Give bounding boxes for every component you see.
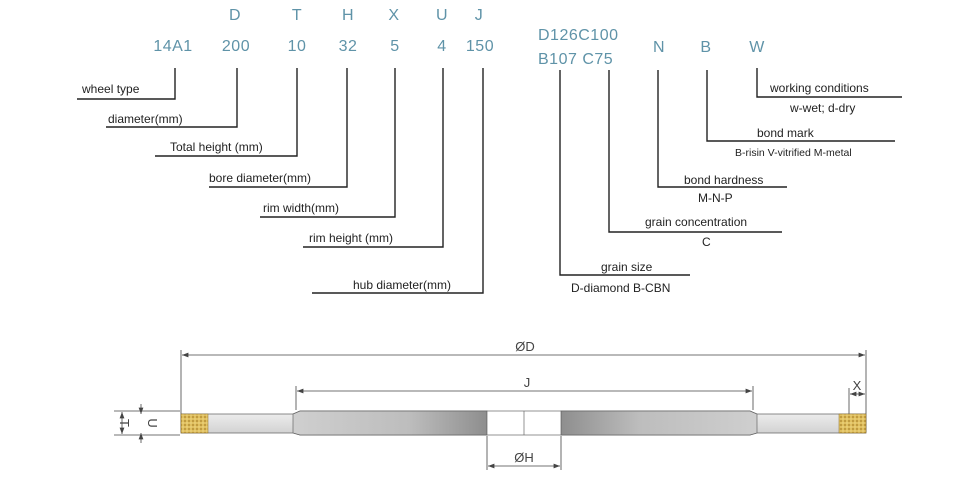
code-total-height: 10 [288, 38, 307, 55]
code-rim-width: 5 [390, 38, 399, 55]
leader-bore-diameter [209, 68, 348, 188]
letter-X: X [388, 7, 399, 24]
leader-wheel-type [77, 68, 176, 100]
leader-rim-height [303, 68, 444, 248]
left-leader-lines [77, 68, 484, 294]
letter-U: U [436, 7, 448, 24]
right-labels: grain size D-diamond B-CBN grain concent… [571, 81, 869, 295]
left-labels: wheel type diameter(mm) Total height (mm… [81, 82, 451, 292]
leader-diameter [106, 68, 238, 128]
dim-label-U: U [145, 418, 160, 427]
code-hub-diameter: 150 [466, 38, 494, 55]
dim-label-D: ØD [515, 339, 535, 354]
label-hub-diameter: hub diameter(mm) [353, 278, 451, 292]
label-grain-size: grain size [601, 260, 653, 274]
label-wheel-type: wheel type [81, 82, 140, 96]
label-bond-mark-sub: B-risin V-vitrified M-metal [735, 147, 852, 159]
label-rim-height: rim height (mm) [309, 231, 393, 245]
code-bond: B [700, 39, 711, 56]
letter-D: D [229, 7, 241, 24]
leader-total-height [155, 68, 298, 157]
code-condition: W [749, 39, 765, 56]
hub-right [560, 410, 758, 436]
leader-bond-hardness [657, 70, 787, 188]
code-bore-diameter: 32 [339, 38, 358, 55]
code-hardness: N [653, 39, 665, 56]
dimension-letters: D T H X U J [229, 7, 483, 24]
label-grain-size-sub: D-diamond B-CBN [571, 281, 670, 295]
label-grain-concentration: grain concentration [645, 215, 747, 229]
right-leader-lines [559, 68, 902, 276]
leader-bond-mark [706, 70, 895, 142]
leader-hub-diameter [312, 68, 484, 294]
leader-rim-width [260, 68, 396, 218]
code-grain-line1: D126C100 [538, 27, 619, 44]
label-bore-diameter: bore diameter(mm) [209, 171, 311, 185]
abrasive-rim-right [838, 413, 867, 434]
label-working-conditions-sub: w-wet; d-dry [789, 101, 855, 115]
code-diameter: 200 [222, 38, 250, 55]
code-grain-line2: B107 C75 [538, 51, 613, 68]
letter-T: T [292, 7, 302, 24]
label-diameter: diameter(mm) [108, 112, 183, 126]
label-grain-concentration-sub: C [702, 235, 711, 249]
wheel-cross-section: ØD J X ØH T U [114, 339, 867, 470]
label-bond-hardness: bond hardness [684, 173, 763, 187]
spec-codes: D126C100 B107 C75 N B W [538, 27, 765, 68]
leader-grain-concentration [608, 70, 782, 233]
dim-label-H: ØH [514, 450, 534, 465]
letter-J: J [475, 7, 484, 24]
code-wheel-type: 14A1 [153, 38, 192, 55]
dim-label-X: X [853, 378, 862, 393]
label-working-conditions: working conditions [769, 81, 869, 95]
leader-working-conditions [756, 68, 902, 98]
hub-left [292, 410, 488, 436]
code-rim-height: 4 [437, 38, 446, 55]
leader-grain-size [559, 70, 690, 276]
abrasive-rim-left [180, 413, 209, 434]
label-bond-mark: bond mark [757, 126, 815, 140]
label-rim-width: rim width(mm) [263, 201, 339, 215]
size-codes: 14A1 200 10 32 5 4 150 [153, 38, 494, 55]
dim-label-T: T [117, 419, 132, 427]
dim-label-J: J [524, 375, 531, 390]
label-total-height: Total height (mm) [170, 140, 263, 154]
label-bond-hardness-sub: M-N-P [698, 191, 733, 205]
letter-H: H [342, 7, 354, 24]
